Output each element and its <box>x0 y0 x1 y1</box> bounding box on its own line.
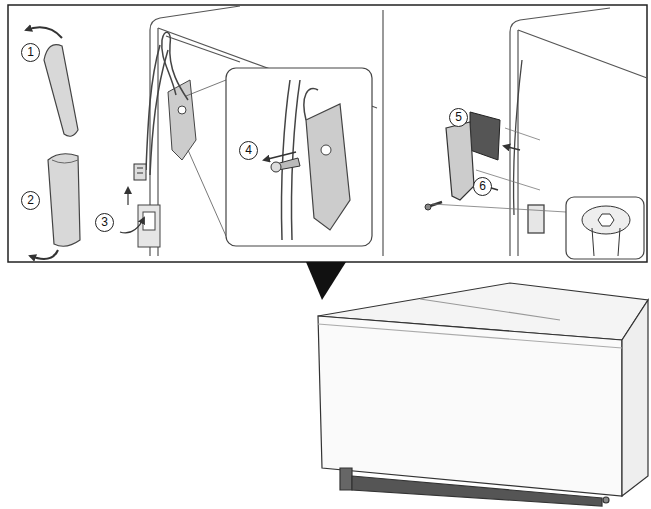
leader-line <box>188 150 226 236</box>
screw-head-inset <box>566 197 644 259</box>
panel-frame <box>8 5 647 262</box>
hinge-part <box>425 122 566 212</box>
detail-inset <box>226 68 372 246</box>
callout-pointer <box>306 262 346 300</box>
callout-number: 1 <box>21 43 40 62</box>
cover-strip <box>470 112 540 160</box>
cabinet-left <box>150 6 377 256</box>
leader-line <box>186 80 226 96</box>
hinge-bracket <box>146 32 196 175</box>
callout-number: 3 <box>95 213 114 232</box>
wire <box>513 60 544 233</box>
plug-connector <box>120 164 160 247</box>
panel-divider <box>382 10 384 256</box>
callout-number: 5 <box>449 108 468 127</box>
chest-freezer <box>318 283 648 506</box>
callout-number: 6 <box>473 177 492 196</box>
callout-number: 4 <box>239 141 258 160</box>
callout-number: 2 <box>21 191 40 210</box>
